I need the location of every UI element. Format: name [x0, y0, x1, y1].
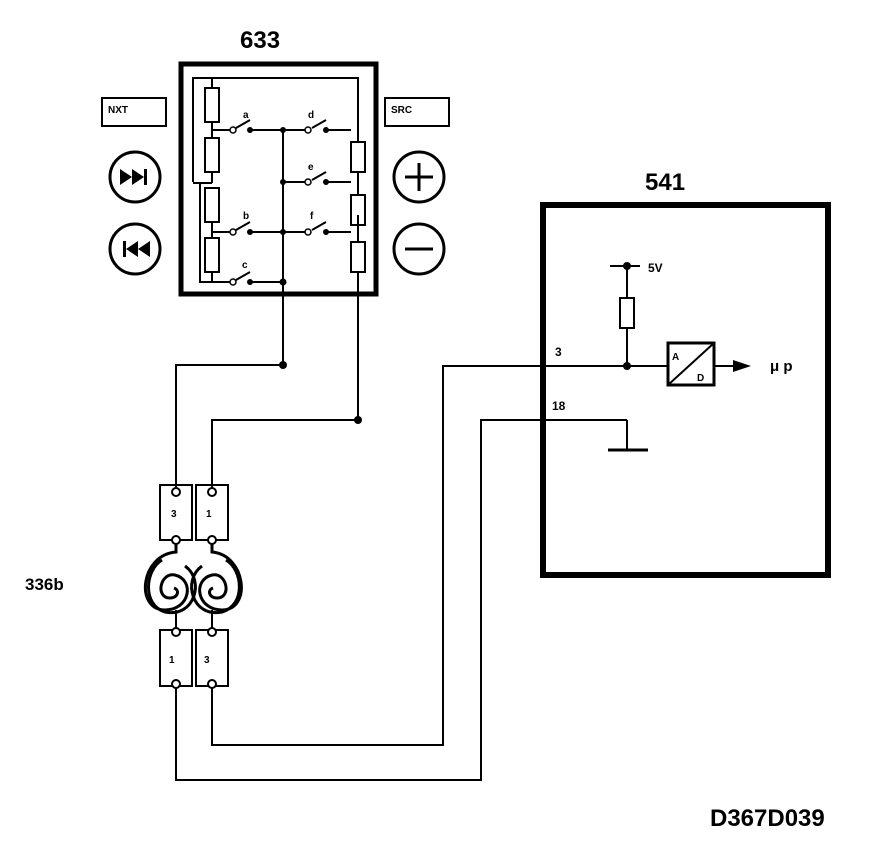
supply-voltage-label: 5V	[648, 261, 663, 275]
connector-top-left-pin: 3	[171, 509, 177, 520]
control-unit-housing	[540, 202, 831, 578]
switch-label-a: a	[243, 110, 249, 121]
connector-bottom-right-pin: 3	[204, 655, 210, 666]
ad-converter	[666, 341, 716, 387]
connector-bottom-right	[195, 629, 229, 687]
switch-label-b: b	[243, 211, 249, 222]
spiral-right	[198, 540, 243, 612]
resistor-r1	[204, 87, 220, 123]
switch-panel-label: 633	[240, 27, 280, 54]
switch-panel-housing	[178, 61, 379, 297]
pin-signal-label: 3	[555, 345, 562, 359]
resistor-r7	[350, 241, 366, 273]
switch-label-c: c	[242, 260, 248, 271]
microprocessor-label: μ p	[770, 358, 793, 375]
converter-input-label: A	[672, 352, 679, 363]
connector-bottom-left-pin: 1	[169, 655, 175, 666]
clock-spring-label: 336b	[25, 575, 64, 594]
fast-forward-button[interactable]	[108, 150, 162, 204]
next-tag-label: NXT	[108, 105, 128, 116]
switch-panel-internals	[192, 77, 366, 294]
next-tag-box	[101, 97, 167, 127]
resistor-r4	[204, 237, 220, 273]
connector-bottom-left	[159, 629, 193, 687]
junction-node-2	[354, 416, 362, 424]
fast-forward-icon	[120, 169, 132, 185]
spiral-left	[143, 540, 189, 612]
resistor-r2	[204, 137, 220, 173]
drawing-code-label: D367D039	[710, 805, 825, 832]
source-tag-label: SRC	[391, 105, 412, 116]
switch-contact-points	[229, 126, 329, 286]
clock-spring-assembly	[143, 484, 243, 687]
wiring-harness	[175, 294, 543, 781]
pullup-resistor	[619, 297, 635, 329]
connector-terminals	[171, 487, 217, 689]
resistor-r3	[204, 187, 220, 223]
signal-node	[623, 362, 631, 370]
connector-top-right-pin: 1	[206, 509, 212, 520]
switch-label-f: f	[310, 211, 314, 222]
resistor-r5	[350, 141, 366, 173]
output-arrow-icon	[733, 360, 751, 372]
pin-ground-label: 18	[552, 399, 566, 413]
plus-icon	[405, 163, 433, 191]
control-unit-internals	[543, 265, 735, 452]
control-unit-label: 541	[645, 169, 685, 196]
rewind-button[interactable]	[108, 222, 162, 276]
source-tag-box	[384, 97, 450, 127]
converter-output-label: D	[697, 373, 704, 384]
volume-down-button[interactable]	[392, 222, 446, 276]
supply-node	[623, 262, 631, 270]
junction-node-1	[279, 361, 287, 369]
volume-up-button[interactable]	[392, 150, 446, 204]
switch-label-e: e	[308, 162, 314, 173]
switch-label-d: d	[308, 110, 314, 121]
rewind-icon	[138, 241, 150, 257]
